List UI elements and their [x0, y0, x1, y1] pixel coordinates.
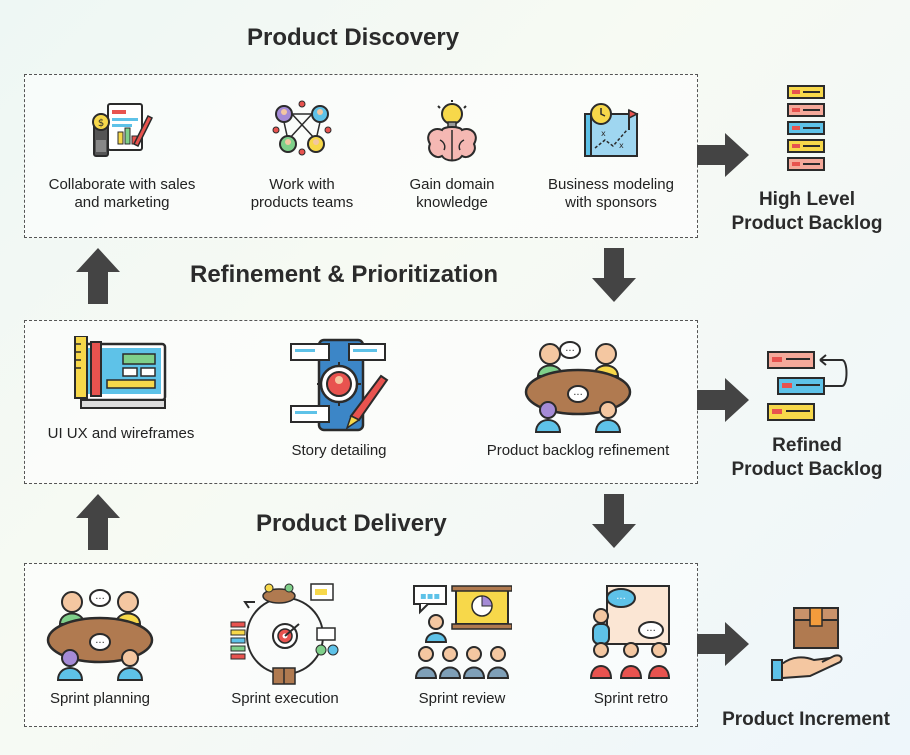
svg-text:···: ··· [573, 390, 583, 401]
item-sprint-retro: ··· ··· Sprint retro [570, 584, 692, 708]
presentation-audience-icon: ▪▪▪ [413, 585, 512, 679]
item-backlog-refinement: ··· ··· Product backlog refinement [470, 336, 686, 460]
up-arrow-icon [76, 248, 120, 304]
refined-backlog-icon [767, 351, 848, 421]
item-label: Work with products teams [250, 176, 354, 211]
item-label: Sprint retro [593, 690, 669, 707]
down-arrow-icon [592, 248, 636, 302]
meeting-table-icon: ··· ··· [46, 589, 154, 681]
svg-text:···: ··· [646, 626, 656, 637]
right-arrow-icon [697, 622, 749, 666]
item-domain-knowledge: Gain domain knowledge [392, 100, 512, 212]
svg-text:···: ··· [565, 346, 575, 357]
sprint-cycle-icon [230, 583, 339, 685]
backlog-stack-icon [787, 85, 825, 171]
item-sprint-review: ▪▪▪ Sprint review [396, 584, 528, 708]
item-label: Sprint execution [231, 690, 339, 707]
team-network-icon [272, 100, 332, 156]
item-label: UI UX and wireframes [47, 425, 195, 442]
item-label: Product backlog refinement [486, 442, 670, 459]
svg-text:▪▪▪: ▪▪▪ [420, 591, 440, 602]
section-title-discovery: Product Discovery [247, 24, 460, 51]
down-arrow-icon [592, 494, 636, 548]
item-sprint-execution: Sprint execution [214, 580, 356, 708]
output-product-increment: Product Increment [722, 709, 890, 730]
meeting-table-icon: ··· ··· [524, 341, 632, 433]
svg-text:$: $ [98, 118, 104, 129]
brain-idea-icon [427, 100, 477, 162]
output-high-level-backlog: High Level Product Backlog [731, 189, 883, 234]
right-arrow-icon [697, 133, 749, 177]
item-label: Collaborate with sales and marketing [48, 176, 196, 211]
output-refined-backlog: Refined Product Backlog [731, 435, 883, 480]
svg-text:···: ··· [616, 594, 626, 605]
item-label: Business modeling with sponsors [548, 176, 674, 211]
svg-text:x: x [619, 141, 624, 150]
item-label: Sprint review [418, 690, 506, 707]
retro-board-icon: ··· ··· [589, 585, 671, 679]
right-arrow-icon [697, 378, 749, 422]
sales-marketing-icon: $ [92, 103, 154, 157]
item-label: Story detailing [291, 442, 387, 459]
svg-text:x: x [601, 129, 606, 138]
section-title-refinement: Refinement & Prioritization [190, 261, 499, 288]
item-business-modeling: x x Business modeling with sponsors [530, 100, 692, 212]
svg-text:···: ··· [95, 638, 105, 649]
item-story-detailing: Story detailing [262, 336, 416, 460]
ui-design-monitor-icon [74, 336, 167, 409]
story-phone-icon [290, 338, 389, 432]
up-arrow-icon [76, 494, 120, 550]
item-sprint-planning: ··· ··· Sprint planning [30, 584, 170, 708]
item-collaborate-sales: $ Collaborate with sales and marketing [30, 100, 214, 212]
svg-text:···: ··· [95, 594, 105, 605]
item-label: Gain domain knowledge [409, 176, 495, 211]
item-ui-ux: UI UX and wireframes [30, 336, 212, 443]
strategy-map-icon: x x [584, 103, 639, 157]
section-title-delivery: Product Delivery [256, 510, 447, 537]
item-label: Sprint planning [49, 690, 151, 707]
product-increment-icon [771, 607, 843, 681]
item-work-with-teams: Work with products teams [230, 100, 374, 212]
